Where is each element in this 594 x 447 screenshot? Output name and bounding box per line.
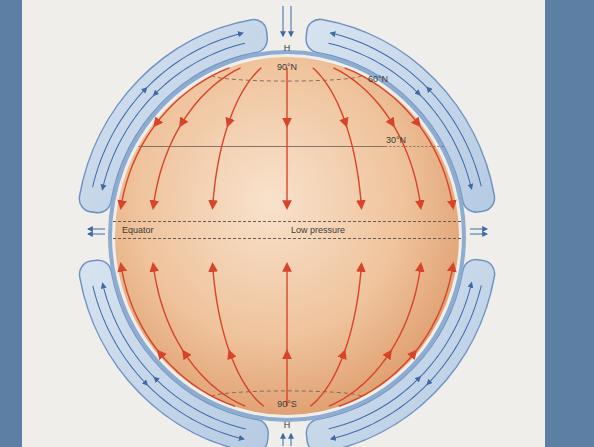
- surface-wind-arrow: [346, 126, 361, 208]
- vertical-air-arrow: [291, 434, 292, 446]
- surface-wind-arrow: [180, 68, 240, 126]
- globe: [115, 57, 459, 415]
- pressure-symbol: H: [284, 44, 291, 53]
- surface-wind-arrow: [420, 126, 454, 208]
- surface-wind-arrow: [121, 126, 155, 208]
- surface-wind-arrow: [339, 351, 416, 406]
- pressure-label: Low pressure: [289, 226, 347, 235]
- surface-wind-arrow: [286, 126, 287, 208]
- vertical-air-arrow: [283, 6, 284, 36]
- surface-wind-arrow: [228, 68, 262, 126]
- vertical-air-arrow: [470, 229, 487, 230]
- vertical-air-arrow: [291, 6, 292, 36]
- globe-rim: [110, 52, 464, 420]
- surface-wind-arrow: [154, 68, 229, 126]
- surface-wind-arrow: [286, 68, 287, 126]
- surface-wind-arrow: [153, 126, 180, 208]
- surface-wind-arrow: [183, 351, 245, 406]
- surface-wind-arrow: [213, 264, 230, 351]
- surface-wind-arrow: [345, 68, 420, 126]
- surface-wind-arrow: [310, 351, 344, 406]
- surface-wind-arrow: [121, 264, 158, 351]
- surface-wind-arrow: [213, 126, 228, 208]
- surface-wind-arrow: [345, 264, 362, 351]
- vertical-air-arrow: [88, 234, 105, 235]
- latitude-label: 90°N: [277, 63, 297, 72]
- latitude-label: 90°S: [277, 400, 297, 409]
- equatorial-band: Equator Low pressure: [113, 221, 461, 239]
- surface-wind-arrow: [286, 264, 287, 351]
- surface-wind-arrow: [313, 68, 347, 126]
- vertical-air-arrow: [283, 434, 284, 446]
- latitude-line: [385, 146, 445, 147]
- latitude-label: 60°N: [368, 75, 388, 84]
- vertical-air-arrow: [470, 234, 487, 235]
- equator-label: Equator: [120, 226, 156, 235]
- pressure-symbol: H: [284, 421, 291, 430]
- surface-wind-arrow: [158, 351, 235, 406]
- surface-wind-arrow: [391, 264, 421, 351]
- vertical-air-arrow: [88, 229, 105, 230]
- surface-wind-arrow: [416, 264, 453, 351]
- surface-wind-arrow: [286, 351, 287, 406]
- surface-wind-arrow: [229, 351, 263, 406]
- latitude-line: [139, 146, 386, 147]
- latitude-label: 30°N: [386, 136, 406, 145]
- surface-wind-arrow: [153, 264, 183, 351]
